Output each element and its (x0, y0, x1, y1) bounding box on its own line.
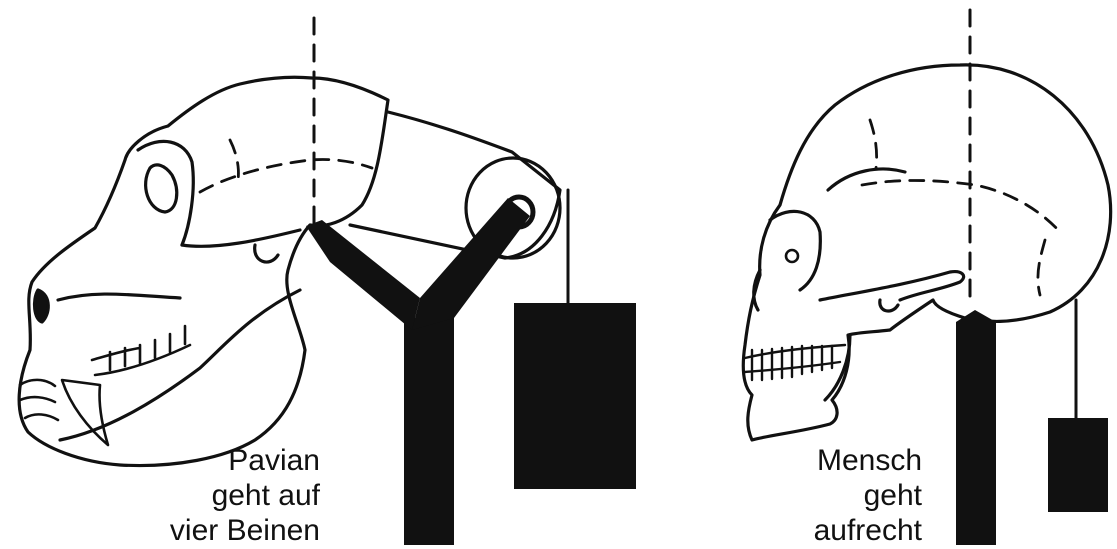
baboon-caption-line-1: Pavian (120, 443, 320, 478)
baboon-jaw-line (60, 290, 300, 440)
human-caption: Mensch geht aufrecht (722, 443, 922, 548)
baboon-support (306, 198, 530, 545)
human-weight (1048, 418, 1108, 512)
human-support-column (956, 310, 996, 545)
human-ear-bump (880, 300, 898, 311)
baboon-caption-line-3: vier Beinen (120, 513, 320, 548)
human-temporal-line (828, 169, 905, 190)
baboon-cheek-line (182, 230, 300, 246)
human-figure (743, 10, 1110, 440)
baboon-muzzle-line (58, 294, 180, 300)
human-caption-line-1: Mensch (722, 443, 922, 478)
baboon-eye-orbit (146, 165, 177, 212)
human-eye-socket (786, 250, 798, 262)
baboon-support-stem (404, 318, 454, 545)
baboon-ear-bump (255, 245, 278, 262)
baboon-caption: Pavian geht auf vier Beinen (120, 443, 320, 548)
baboon-sutures (200, 140, 372, 192)
human-caption-line-3: aufrecht (722, 513, 922, 548)
human-caption-line-2: geht (722, 478, 922, 513)
baboon-caption-line-2: geht auf (120, 478, 320, 513)
human-cheek-bone (820, 272, 964, 300)
human-sutures (862, 120, 1060, 295)
baboon-support-right-arm (412, 198, 530, 330)
baboon-nostril (35, 290, 49, 322)
human-teeth (745, 345, 845, 380)
baboon-weight (514, 303, 636, 489)
baboon-fang (62, 380, 108, 445)
